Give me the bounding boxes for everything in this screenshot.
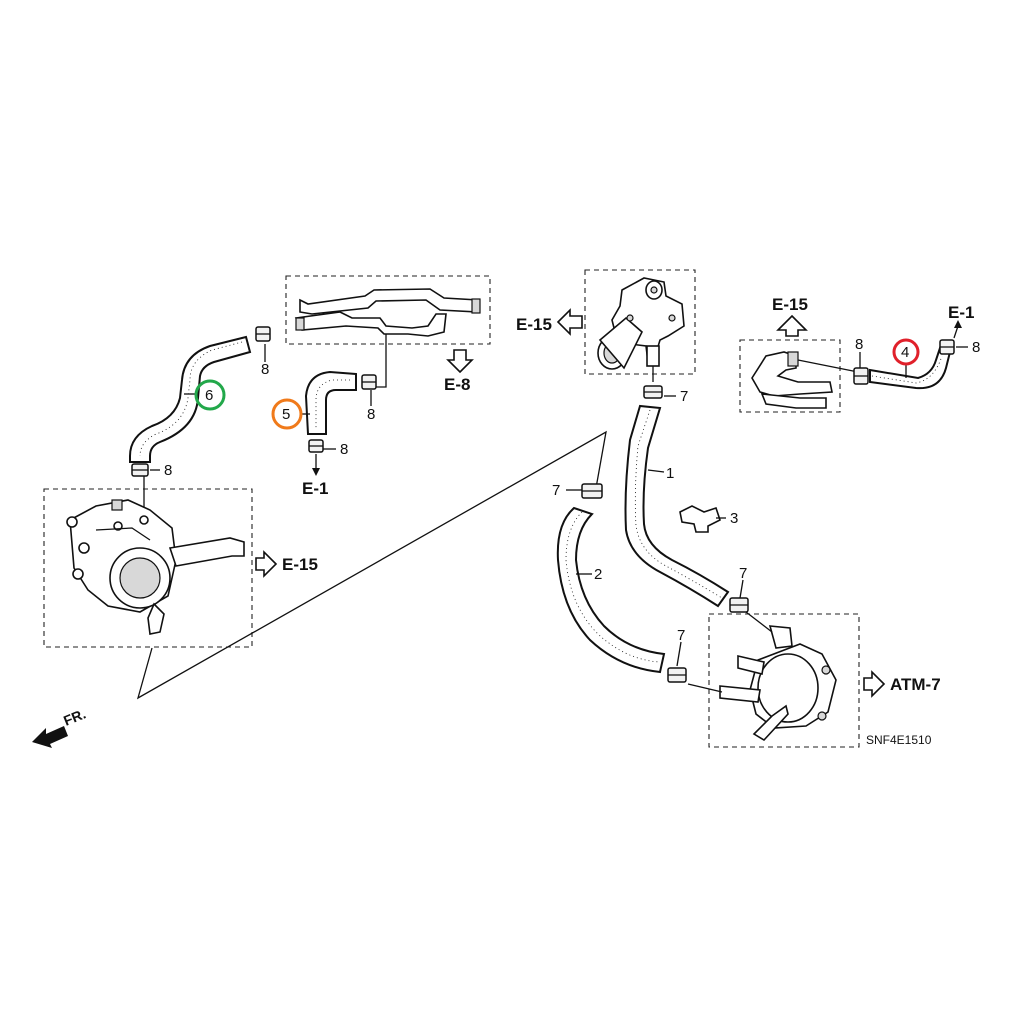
bypass-pipe-group-box <box>739 339 841 413</box>
clip-7-hose1-cooler <box>729 597 749 613</box>
part-label-8-hose5-top: 8 <box>367 406 375 423</box>
part-label-2: 2 <box>594 566 602 583</box>
part-label-7-hose1-cooler: 7 <box>739 565 747 582</box>
atf-cooler-group-box <box>708 613 860 748</box>
leader-7-hose2c <box>676 641 682 667</box>
part-label-8-hose6-bottom: 8 <box>164 462 172 479</box>
ref-e15-left: E-15 <box>282 555 318 574</box>
leader-7-hose1 <box>739 579 744 599</box>
bypass-pipe <box>751 351 833 409</box>
water-outlet-group-box <box>584 269 696 375</box>
part-label-8-e1-right: 8 <box>972 339 980 356</box>
part-label-8-upper-left: 8 <box>261 361 269 378</box>
part-label-8-bypass: 8 <box>855 336 863 353</box>
part-label-3: 3 <box>730 510 738 527</box>
front-marker-label: FR. <box>61 705 88 728</box>
ref-e15-right-top: E-15 <box>772 295 808 314</box>
ref-e1-left: E-1 <box>302 479 328 498</box>
atf-cooler <box>719 625 837 742</box>
e1-right-up-arrowhead <box>954 320 962 328</box>
hose-6 <box>129 335 252 463</box>
diagram-code: SNF4E1510 <box>866 733 932 747</box>
e15-top-left-arrow <box>556 308 583 336</box>
part-6-highlight-circle <box>194 379 226 411</box>
clip-7-hose2-top <box>581 483 603 499</box>
front-direction-marker: FR. <box>32 705 88 748</box>
clip-8-hose5-bottom <box>308 439 324 453</box>
leader-1 <box>647 469 665 473</box>
part-label-1: 1 <box>666 465 674 482</box>
part-label-7-hose2-cooler: 7 <box>677 627 685 644</box>
throttle-body <box>66 499 245 635</box>
upper-pipe-group-box <box>285 275 491 345</box>
part-label-6: 6 <box>205 387 213 404</box>
clip-7-hose2-cooler <box>667 667 687 683</box>
e15-right-arrow <box>255 550 278 578</box>
throttle-body-group-box <box>43 488 253 648</box>
e15-up-arrow <box>776 314 808 337</box>
hose-4 <box>869 346 952 390</box>
atm7-right-arrow <box>863 670 886 698</box>
part-5-highlight-circle <box>271 398 303 430</box>
clip-8-hose5-top <box>361 374 377 390</box>
part-label-7-outlet: 7 <box>680 388 688 405</box>
leader-clip7-to-cooler <box>687 683 723 693</box>
hose-2 <box>556 506 666 674</box>
water-outlet <box>597 277 685 370</box>
leader-pipe-to-clip8 <box>374 334 387 388</box>
ref-e8: E-8 <box>444 375 470 394</box>
bypass-to-clip-leader <box>797 359 859 373</box>
part-4-highlight-circle <box>892 338 920 366</box>
e1-left-down-arrowhead <box>312 468 320 476</box>
hose-5 <box>304 370 357 435</box>
ref-e1-right: E-1 <box>948 303 974 322</box>
part-label-7-hose2: 7 <box>552 482 560 499</box>
clip-3 <box>679 505 721 533</box>
clip-8-bypass <box>853 367 869 385</box>
upper-water-pipe <box>294 288 481 337</box>
e8-down-arrow <box>446 349 474 374</box>
part-label-5: 5 <box>282 406 290 423</box>
leader-clip7-to-cooler-2 <box>745 611 773 633</box>
clip-8-hose6-bottom <box>131 463 149 477</box>
ref-atm7: ATM-7 <box>890 675 941 694</box>
clip-8-e1-right <box>939 339 955 355</box>
ref-e15-top: E-15 <box>516 315 552 334</box>
part-label-4: 4 <box>901 344 909 361</box>
clip-7-outlet <box>643 385 663 399</box>
hose-1 <box>624 404 730 608</box>
leader-throttle-to-hose <box>136 430 607 700</box>
clip-8-upper-left <box>255 326 271 342</box>
part-label-8-hose5-bottom: 8 <box>340 441 348 458</box>
